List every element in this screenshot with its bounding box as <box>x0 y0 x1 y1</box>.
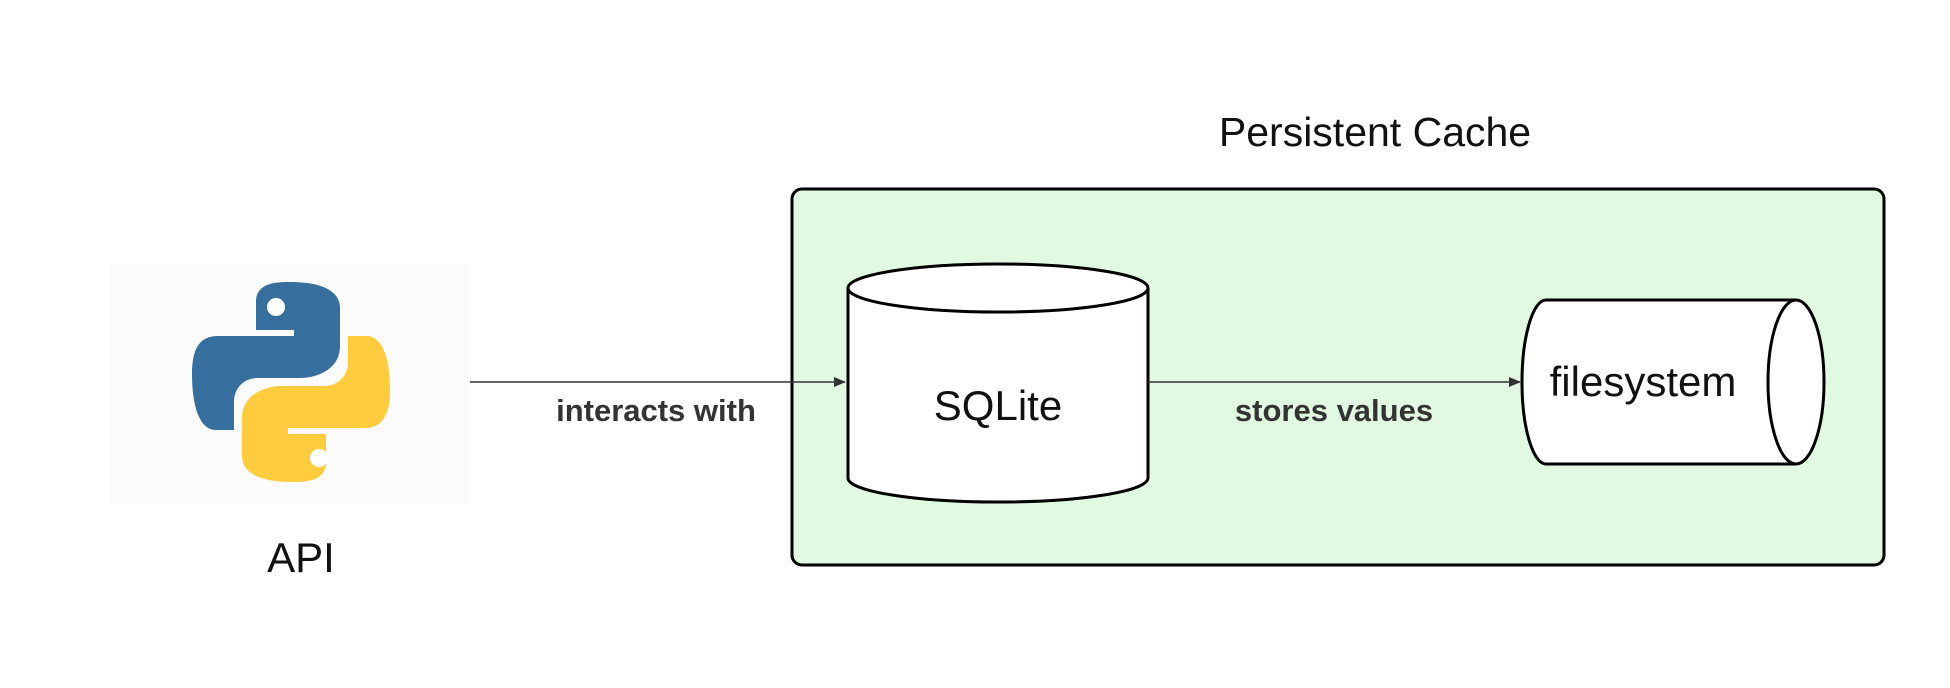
api-label: API <box>267 534 335 581</box>
edge-sqlite-to-filesystem: stores values <box>1148 377 1521 428</box>
sqlite-cylinder-body <box>846 288 1150 504</box>
python-logo-yellow-eye <box>310 449 328 467</box>
edge-api-to-sqlite-label: interacts with <box>556 393 756 428</box>
sqlite-cylinder-top <box>846 262 1150 314</box>
edge-api-to-sqlite: interacts with <box>470 377 846 428</box>
sqlite-node: SQLite <box>846 262 1150 504</box>
api-node: API <box>110 264 470 581</box>
python-logo-blue-half <box>192 282 340 430</box>
sqlite-label: SQLite <box>934 382 1062 429</box>
filesystem-label: filesystem <box>1550 358 1737 405</box>
persistent-cache-title: Persistent Cache <box>1219 109 1531 155</box>
python-logo-yellow-half <box>242 336 390 482</box>
python-logo-icon <box>192 282 390 482</box>
filesystem-cylinder-body <box>1520 298 1796 466</box>
edge-sqlite-to-filesystem-label: stores values <box>1235 393 1433 428</box>
python-logo-blue-eye <box>267 298 285 316</box>
filesystem-node: filesystem <box>1520 298 1826 466</box>
filesystem-cylinder-end <box>1766 298 1826 466</box>
